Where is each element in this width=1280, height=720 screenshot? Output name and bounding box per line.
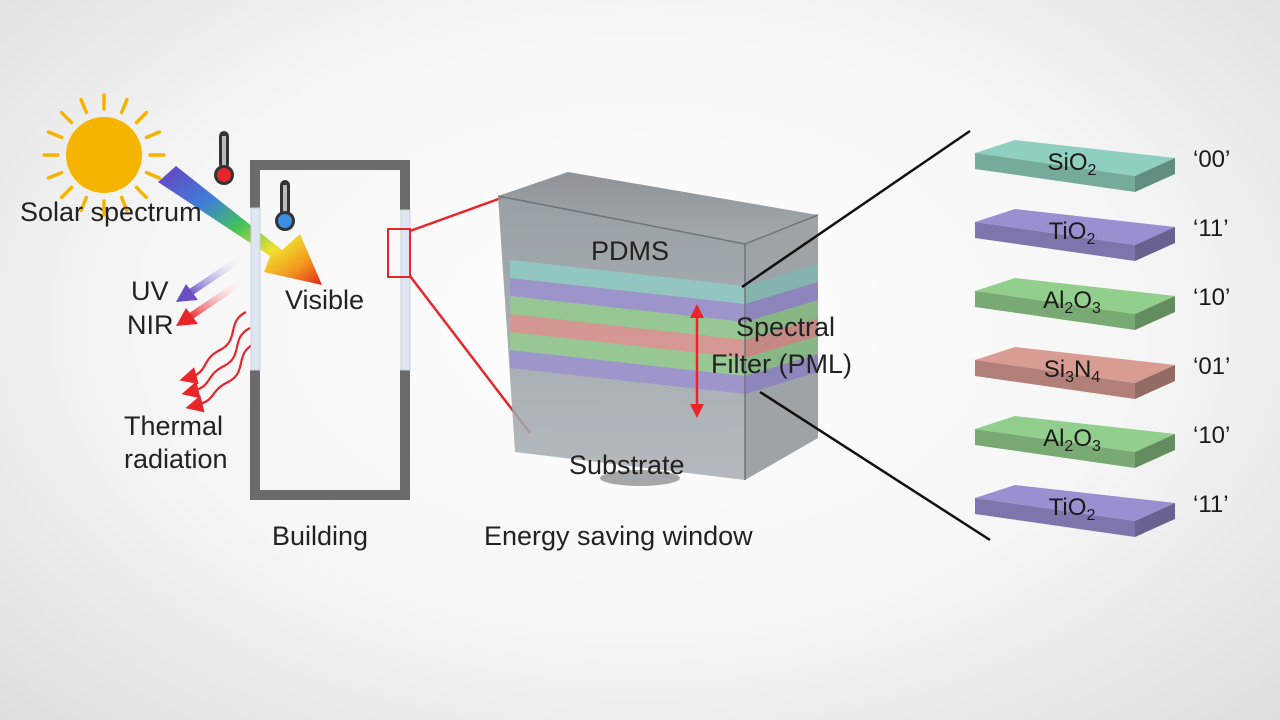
visible-label: Visible bbox=[285, 285, 364, 315]
uv-arrow bbox=[176, 252, 248, 302]
building-label: Building bbox=[272, 521, 368, 551]
energy-saving-window-label: Energy saving window bbox=[484, 521, 753, 551]
layer-material-label: SiO2 bbox=[1048, 149, 1097, 179]
layer-code-label: ‘00’ bbox=[1193, 146, 1230, 173]
pml-layer-stack bbox=[510, 260, 818, 394]
thermal-label-line2: radiation bbox=[124, 444, 228, 474]
layer-code-label: ‘11’ bbox=[1193, 491, 1229, 518]
nir-label: NIR bbox=[127, 310, 174, 340]
substrate-label: Substrate bbox=[569, 450, 685, 480]
thermal-radiation-arrows bbox=[179, 311, 255, 413]
layer-code-label: ‘11’ bbox=[1193, 215, 1229, 242]
layer-5: Al2O3 ‘10’ bbox=[975, 416, 1230, 468]
sun-icon bbox=[42, 93, 166, 217]
layer-material-label: TiO2 bbox=[1049, 218, 1096, 248]
layer-1: SiO2 ‘00’ bbox=[975, 140, 1230, 192]
thermometer-cool-icon bbox=[275, 180, 295, 231]
layer-stack-exploded: SiO2 ‘00’ TiO2 ‘11’ Al2O3 ‘10’ Si3N4 ‘01’ Al2O3 ‘… bbox=[975, 140, 1230, 537]
pdms-label: PDMS bbox=[591, 236, 669, 266]
zoom-line-bottom bbox=[409, 275, 531, 434]
zoom-line-stack-top bbox=[741, 129, 971, 289]
layer-3: Al2O3 ‘10’ bbox=[975, 278, 1230, 330]
layer-material-label: TiO2 bbox=[1049, 494, 1096, 524]
layer-code-label: ‘10’ bbox=[1193, 422, 1230, 449]
layer-4: Si3N4 ‘01’ bbox=[975, 347, 1230, 399]
layer-material-label: Al2O3 bbox=[1043, 425, 1101, 455]
layer-material-label: Si3N4 bbox=[1044, 356, 1101, 386]
solar-beam bbox=[158, 166, 322, 285]
layer-code-label: ‘01’ bbox=[1193, 353, 1230, 380]
layer-code-label: ‘10’ bbox=[1193, 284, 1230, 311]
layer-2: TiO2 ‘11’ bbox=[975, 209, 1229, 261]
nir-arrow bbox=[176, 276, 248, 326]
solar-spectrum-label: Solar spectrum bbox=[20, 197, 202, 227]
building-outline bbox=[250, 160, 411, 500]
layer-6: TiO2 ‘11’ bbox=[975, 485, 1229, 537]
uv-label: UV bbox=[131, 276, 169, 306]
zoom-line-stack-bottom bbox=[759, 390, 991, 542]
thermal-label-line1: Thermal bbox=[124, 411, 223, 441]
window-cube bbox=[497, 172, 819, 486]
zoom-box bbox=[387, 228, 411, 278]
layer-material-label: Al2O3 bbox=[1043, 287, 1101, 317]
spectral-filter-label-line2: Filter (PML) bbox=[711, 349, 852, 379]
thermometer-hot-icon bbox=[214, 131, 234, 185]
pml-thickness-arrow bbox=[690, 304, 704, 418]
spectral-filter-label-line1: Spectral bbox=[736, 312, 835, 342]
